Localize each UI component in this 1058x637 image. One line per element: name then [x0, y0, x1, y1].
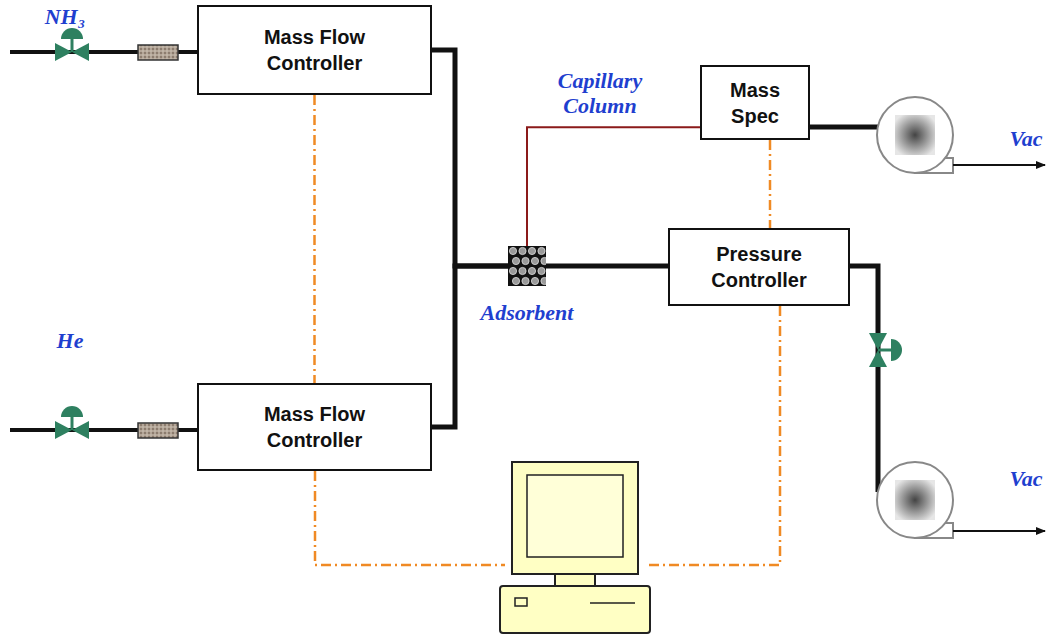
adsorbent-pellet: [509, 247, 516, 254]
gas-line: [546, 264, 668, 269]
gas-line: [432, 50, 508, 266]
adsorbent-pellet: [541, 257, 546, 264]
adsorbent-pellet: [522, 257, 529, 264]
adsorbent-pellet: [528, 267, 535, 274]
gas-label: He: [45, 328, 95, 353]
computer-slot: [590, 602, 635, 604]
adsorbent-pellet: [519, 247, 526, 254]
valve-stem: [71, 38, 74, 52]
valve-stem: [878, 349, 891, 352]
computer-base: [500, 586, 650, 633]
filter: [138, 423, 178, 438]
gas-line: [432, 266, 508, 427]
process-box: Mass Flow Controller: [197, 5, 432, 95]
valve-actuator: [61, 28, 83, 39]
pump-housing: [877, 97, 953, 173]
box-label: Mass Flow Controller: [240, 24, 390, 76]
adsorbent-pellet: [519, 267, 526, 274]
adsorbent-bed: Adsorbent: [508, 246, 546, 286]
gas-label: Vac: [998, 466, 1054, 491]
adsorbent-fill: [508, 246, 546, 286]
adsorbent-pellet: [522, 277, 529, 284]
process-box: Mass Spec: [700, 65, 810, 140]
valve-actuator: [891, 339, 902, 361]
valve-body: [869, 333, 887, 350]
vac-arrow: [953, 164, 1045, 166]
adsorbent-pellet: [538, 267, 545, 274]
valve-body: [869, 350, 887, 367]
computer-neck: [555, 574, 595, 586]
vacuum-pipe: [850, 266, 878, 492]
signal-line: [645, 306, 780, 565]
signal-line: [769, 140, 772, 228]
filter: [138, 45, 178, 60]
gas-label: Vac: [998, 126, 1054, 151]
valve-body: [55, 43, 72, 61]
edge-label: Capillary Column: [540, 68, 660, 118]
adsorbent-pellet: [512, 257, 519, 264]
valve-body: [72, 43, 89, 61]
gas-label: NH₃: [40, 4, 90, 29]
adsorbent-pellet: [528, 247, 535, 254]
box-label: Mass Spec: [715, 77, 795, 129]
computer-monitor: [512, 462, 638, 574]
pump-housing: [877, 462, 953, 538]
computer-button: [515, 598, 527, 606]
adsorbent-symbol: [508, 246, 546, 286]
process-box: Mass Flow Controller: [197, 383, 432, 471]
vac-arrow: [953, 530, 1045, 532]
adsorbent-pellet: [541, 277, 546, 284]
valve-body: [55, 421, 72, 439]
pump-rotor: [895, 115, 935, 155]
vacuum-pipe: [810, 125, 878, 130]
adsorbent-pellet: [512, 277, 519, 284]
process-box: Pressure Controller: [668, 228, 850, 306]
adsorbent-pellet: [531, 257, 538, 264]
signal-line: [315, 471, 505, 565]
valve-stem: [71, 416, 74, 430]
pump-rotor: [895, 480, 935, 520]
node-label: Adsorbent: [481, 300, 574, 325]
box-label: Mass Flow Controller: [240, 401, 390, 453]
valve-actuator: [61, 406, 83, 417]
adsorbent-pellet: [538, 247, 545, 254]
signal-line: [313, 95, 316, 383]
computer-screen: [527, 475, 623, 557]
box-label: Pressure Controller: [694, 241, 824, 293]
valve-body: [72, 421, 89, 439]
adsorbent-pellet: [509, 267, 516, 274]
adsorbent-pellet: [531, 277, 538, 284]
